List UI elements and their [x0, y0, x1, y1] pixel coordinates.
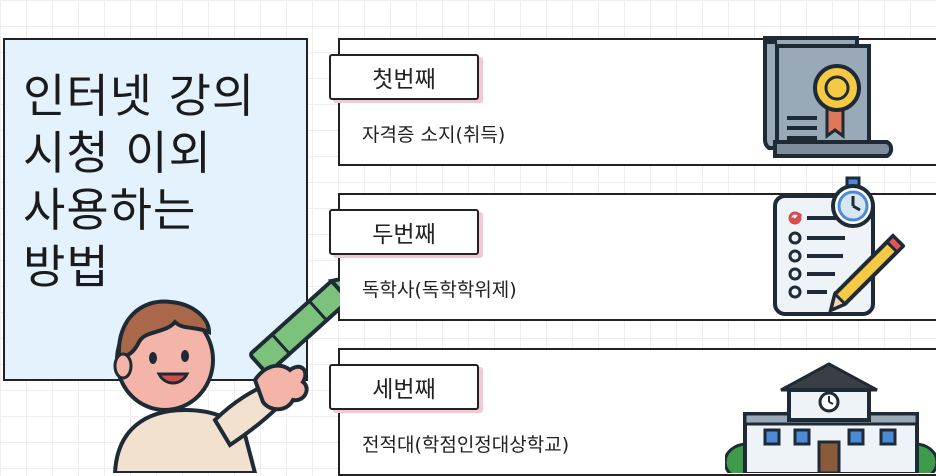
tag-second: 두번째	[329, 209, 479, 255]
card-third-text: 전적대(학점인정대상학교)	[362, 434, 570, 456]
tag-third: 세번째	[329, 364, 479, 410]
title-panel: 인터넷 강의 시청 이외 사용하는 방법	[3, 38, 308, 381]
certificate-icon	[763, 36, 894, 158]
person-pointing-illustration	[112, 273, 340, 473]
card-second-text: 독학사(독학학위제)	[362, 279, 517, 301]
page-title: 인터넷 강의 시청 이외 사용하는 방법	[23, 69, 256, 294]
checklist-stopwatch-icon	[773, 176, 905, 316]
tag-first: 첫번째	[329, 54, 479, 100]
school-building-icon	[725, 362, 936, 473]
card-first-text: 자격증 소지(취득)	[362, 124, 506, 146]
